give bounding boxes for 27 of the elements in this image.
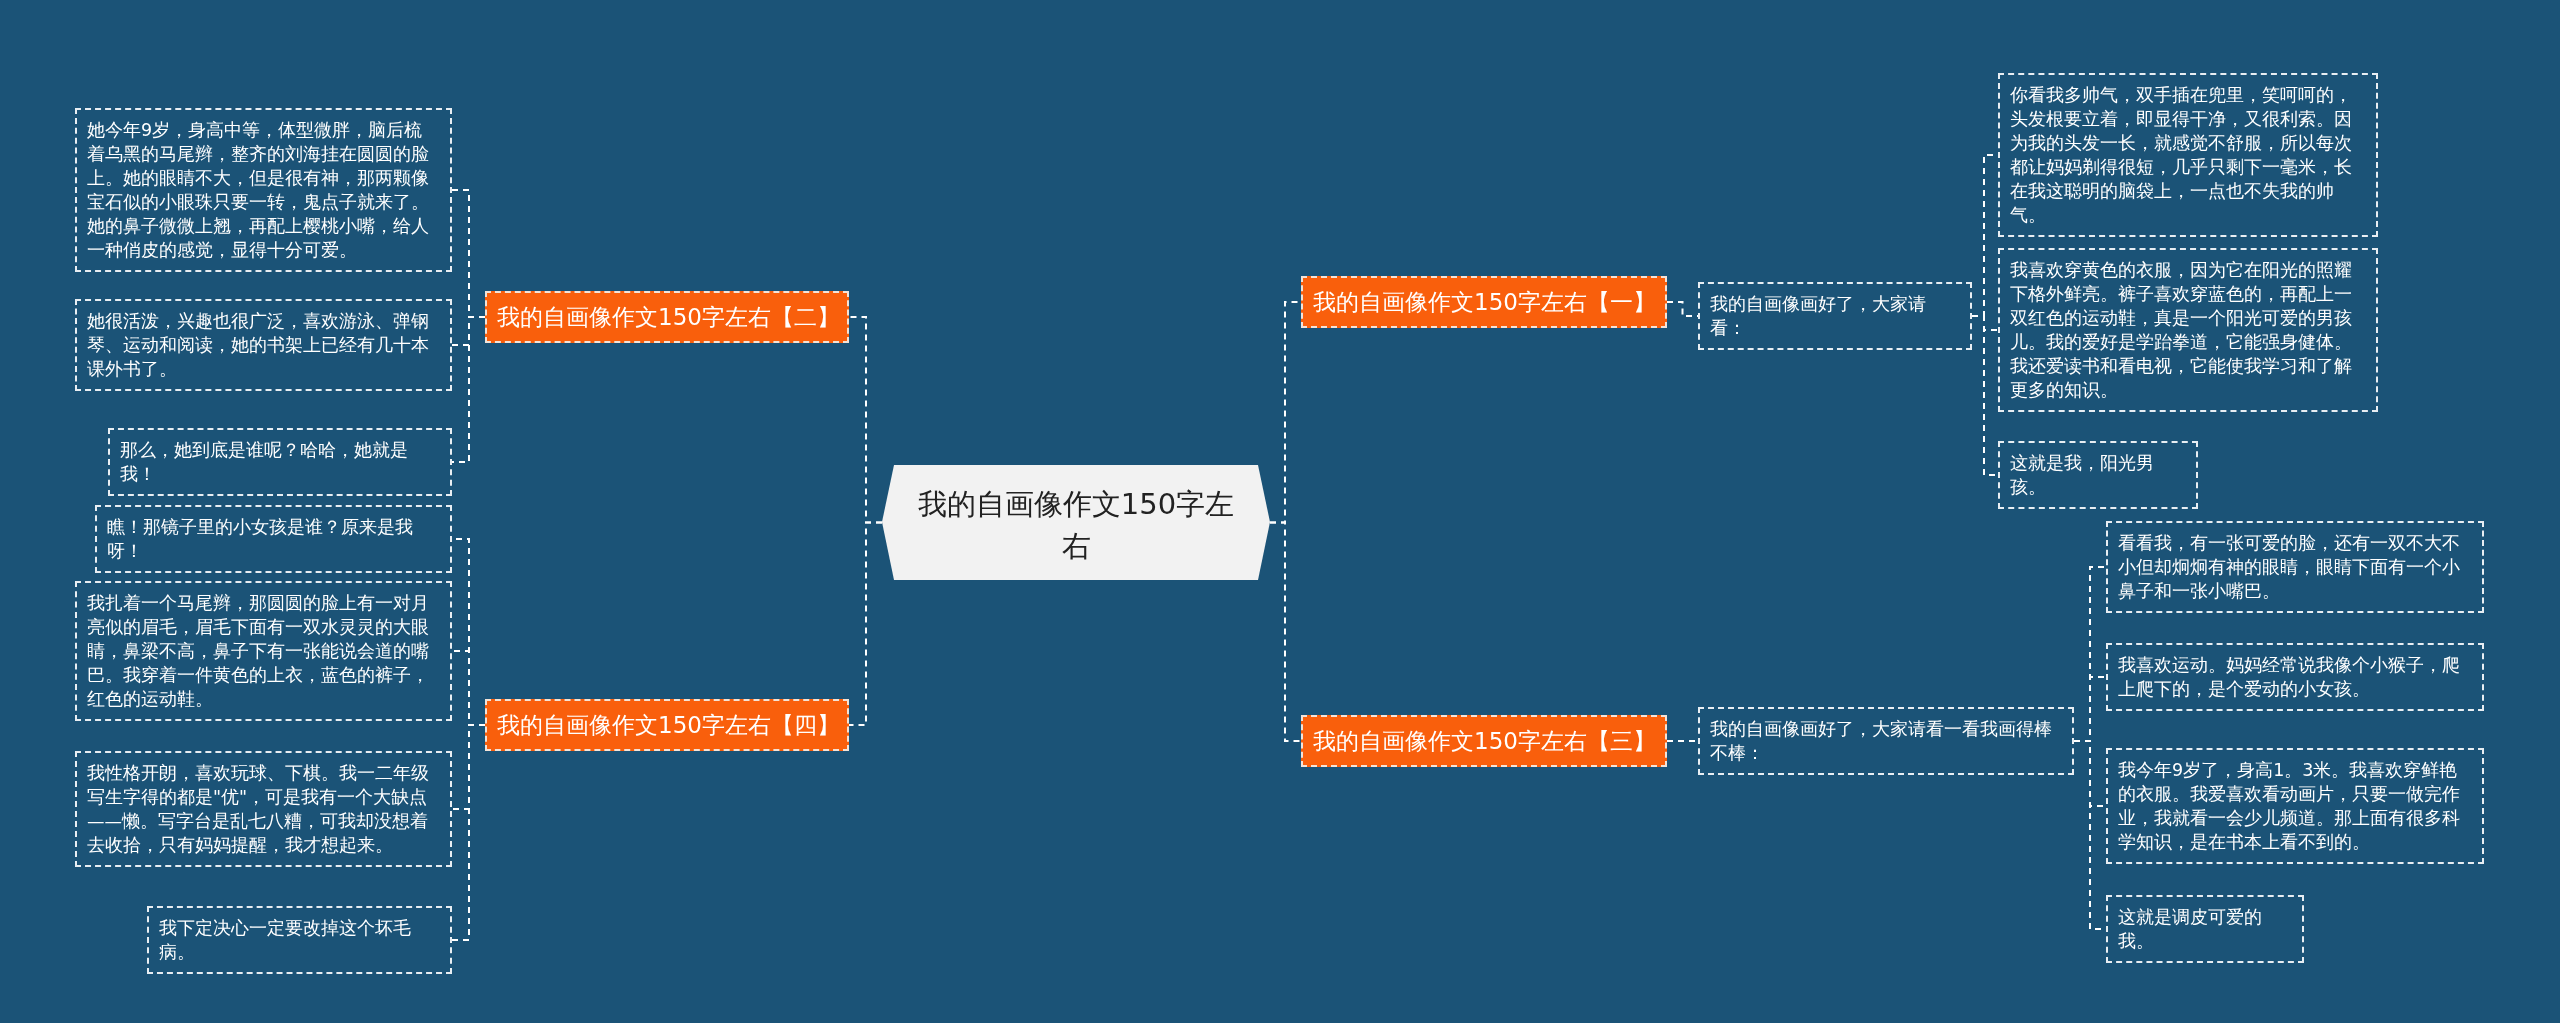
connector <box>451 724 486 941</box>
note-box: 看看我，有一张可爱的脸，还有一双不大不小但却炯炯有神的眼睛，眼睛下面有一个小鼻子和一张小嘴巴。 <box>2106 521 2484 613</box>
note-box: 我的自画像画好了，大家请看： <box>1698 282 1972 350</box>
topic-title: 我的自画像作文150字左右 <box>916 486 1236 565</box>
topic-box: 我的自画像作文150字左右【一】 <box>1301 276 1667 328</box>
topic-box: 我的自画像作文150字左右【二】 <box>485 291 849 343</box>
note-box: 你看我多帅气，双手插在兜里，笑呵呵的，头发根要立着，即显得干净，又很利索。因为我的头发一长，就感觉不舒服，所以每次都让妈妈剃得很短，几乎只剩下一毫米，长在我这聪明的脑袋上，一点也不失我的帅气。 <box>1998 73 2378 237</box>
central-topic <box>882 465 1270 580</box>
note-box: 我扎着一个马尾辫，那圆圆的脸上有一对月亮似的眉毛，眉毛下面有一双水灵灵的大眼睛，鼻梁不高，鼻子下有一张能说会道的嘴巴。我穿着一件黄色的上衣，蓝色的裤子，红色的运动鞋。 <box>75 581 452 721</box>
note-box: 那么，她到底是谁呢？哈哈，她就是我！ <box>108 428 452 496</box>
note-box: 这就是我，阳光男孩。 <box>1998 441 2198 509</box>
note-box: 我下定决心一定要改掉这个坏毛病。 <box>147 906 452 974</box>
note-box: 我喜欢运动。妈妈经常说我像个小猴子，爬上爬下的，是个爱动的小女孩。 <box>2106 643 2484 711</box>
note-box: 她今年9岁，身高中等，体型微胖，脑后梳着乌黑的马尾辫，整齐的刘海挂在圆圆的脸上。她的眼睛不大，但是很有神，那两颗像宝石似的小眼珠只要一转，鬼点子就来了。她的鼻子微微上翘，再配上樱桃小嘴，给人一种俏皮的感觉，显得十分可爱。 <box>75 108 452 272</box>
note-box: 我性格开朗，喜欢玩球、下棋。我一二年级写生字得的都是"优"，可是我有一个大缺点——懒。写字台是乱七八糟，可我却没想着去收拾，只有妈妈提醒，我才想起来。 <box>75 751 452 867</box>
note-box: 这就是调皮可爱的我。 <box>2106 895 2304 963</box>
connector <box>848 521 883 726</box>
connector <box>1666 301 1699 317</box>
topic-box: 我的自画像作文150字左右【四】 <box>485 699 849 751</box>
note-box: 我今年9岁了，身高1。3米。我喜欢穿鲜艳的衣服。我爱喜欢看动画片，只要一做完作业，我就看一会少儿频道。那上面有很多科学知识，是在书本上看不到的。 <box>2106 748 2484 864</box>
note-box: 我喜欢穿黄色的衣服，因为它在阳光的照耀下格外鲜亮。裤子喜欢穿蓝色的，再配上一双红色的运动鞋，真是一个阳光可爱的男孩儿。我的爱好是学跆拳道，它能强身健体。我还爱读书和看电视，它能使我学习和了解更多的知识。 <box>1998 248 2378 412</box>
note-box: 我的自画像画好了，大家请看一看我画得棒不棒： <box>1698 707 2074 775</box>
connector <box>1269 521 1302 742</box>
note-box: 她很活泼，兴趣也很广泛，喜欢游泳、弹钢琴、运动和阅读，她的书架上已经有几十本课外书了。 <box>75 299 452 391</box>
note-box: 瞧！那镜子里的小女孩是谁？原来是我呀！ <box>95 505 452 573</box>
topic-box: 我的自画像作文150字左右【三】 <box>1301 715 1667 767</box>
connector <box>451 316 486 463</box>
